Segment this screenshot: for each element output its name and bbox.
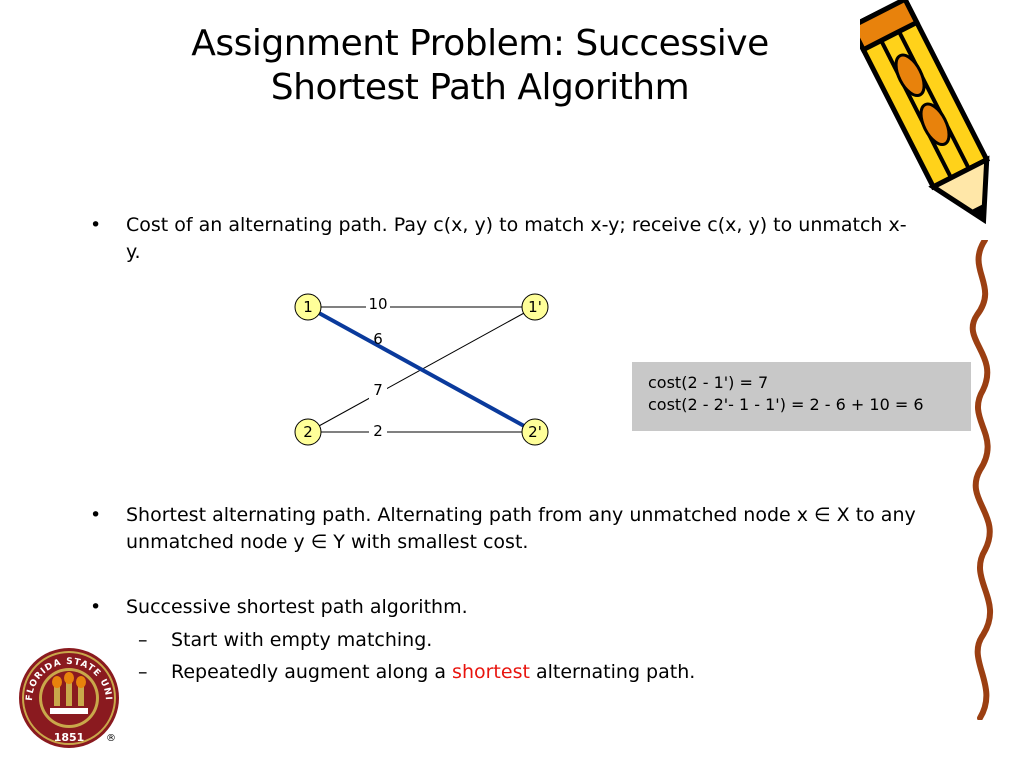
subitem-text-before: Repeatedly augment along a xyxy=(171,661,453,683)
graph-node-2: 2 xyxy=(294,418,322,446)
subitem-text-after: alternating path. xyxy=(529,661,696,683)
title-line-1: Assignment Problem: Successive xyxy=(191,23,769,64)
edge-label-2-1p: 7 xyxy=(373,381,383,399)
subitem-marker: – xyxy=(138,629,148,651)
bullet-successive-shortest-path: • Successive shortest path algorithm. xyxy=(90,594,910,621)
svg-text:1': 1' xyxy=(528,298,542,316)
torch-icon xyxy=(50,672,88,714)
bullet-text: Successive shortest path algorithm. xyxy=(126,596,468,618)
seal-year: 1851 xyxy=(54,731,85,744)
svg-text:2': 2' xyxy=(528,423,542,441)
graph-node-1: 1 xyxy=(294,293,322,321)
cost-box: cost(2 - 1') = 7 cost(2 - 2'- 1 - 1') = … xyxy=(632,362,971,431)
title-line-2: Shortest Path Algorithm xyxy=(270,67,690,108)
subitem-text: Repeatedly augment along a shortest alte… xyxy=(171,659,695,686)
bullet-marker: • xyxy=(90,214,102,236)
bullet-marker: • xyxy=(90,596,102,618)
bullet-shortest-alternating-path: • Shortest alternating path. Alternating… xyxy=(90,502,930,556)
edge-label-1-1p: 10 xyxy=(368,295,387,313)
cost-line-2: cost(2 - 2'- 1 - 1') = 2 - 6 + 10 = 6 xyxy=(648,395,924,414)
svg-text:2: 2 xyxy=(303,423,313,441)
bullet-marker: • xyxy=(90,504,102,526)
svg-text:1: 1 xyxy=(303,298,313,316)
registered-trademark-mark: ® xyxy=(106,733,116,744)
subitem-start-empty-matching: – Start with empty matching. xyxy=(138,627,432,654)
cost-line-1: cost(2 - 1') = 7 xyxy=(648,373,769,392)
bullet-text: Shortest alternating path. Alternating p… xyxy=(126,504,916,553)
bullet-alternating-path-cost: • Cost of an alternating path. Pay c(x, … xyxy=(90,212,910,266)
bipartite-graph-diagram: 10 6 7 2 1 1' 2 2' xyxy=(294,293,549,446)
subitem-repeatedly-augment: – Repeatedly augment along a shortest al… xyxy=(138,659,695,686)
pencil-icon xyxy=(860,0,991,225)
edge-label-1-2p: 6 xyxy=(373,330,383,348)
edge-1-2p-matched xyxy=(307,305,536,434)
subitem-marker: – xyxy=(138,661,148,683)
bullet-text: Cost of an alternating path. Pay c(x, y)… xyxy=(126,214,907,263)
graph-node-1-prime: 1' xyxy=(521,293,549,321)
slide-title: Assignment Problem: Successive Shortest … xyxy=(110,22,850,110)
subitem-text: Start with empty matching. xyxy=(171,629,433,651)
subitem-highlight-shortest: shortest xyxy=(452,661,530,683)
edge-label-2-2p: 2 xyxy=(373,422,383,440)
zigzag-ribbon-icon xyxy=(969,240,993,720)
graph-node-2-prime: 2' xyxy=(521,418,549,446)
university-seal-logo: FLORIDA STATE UNIVERSITY 1851 xyxy=(14,646,119,748)
